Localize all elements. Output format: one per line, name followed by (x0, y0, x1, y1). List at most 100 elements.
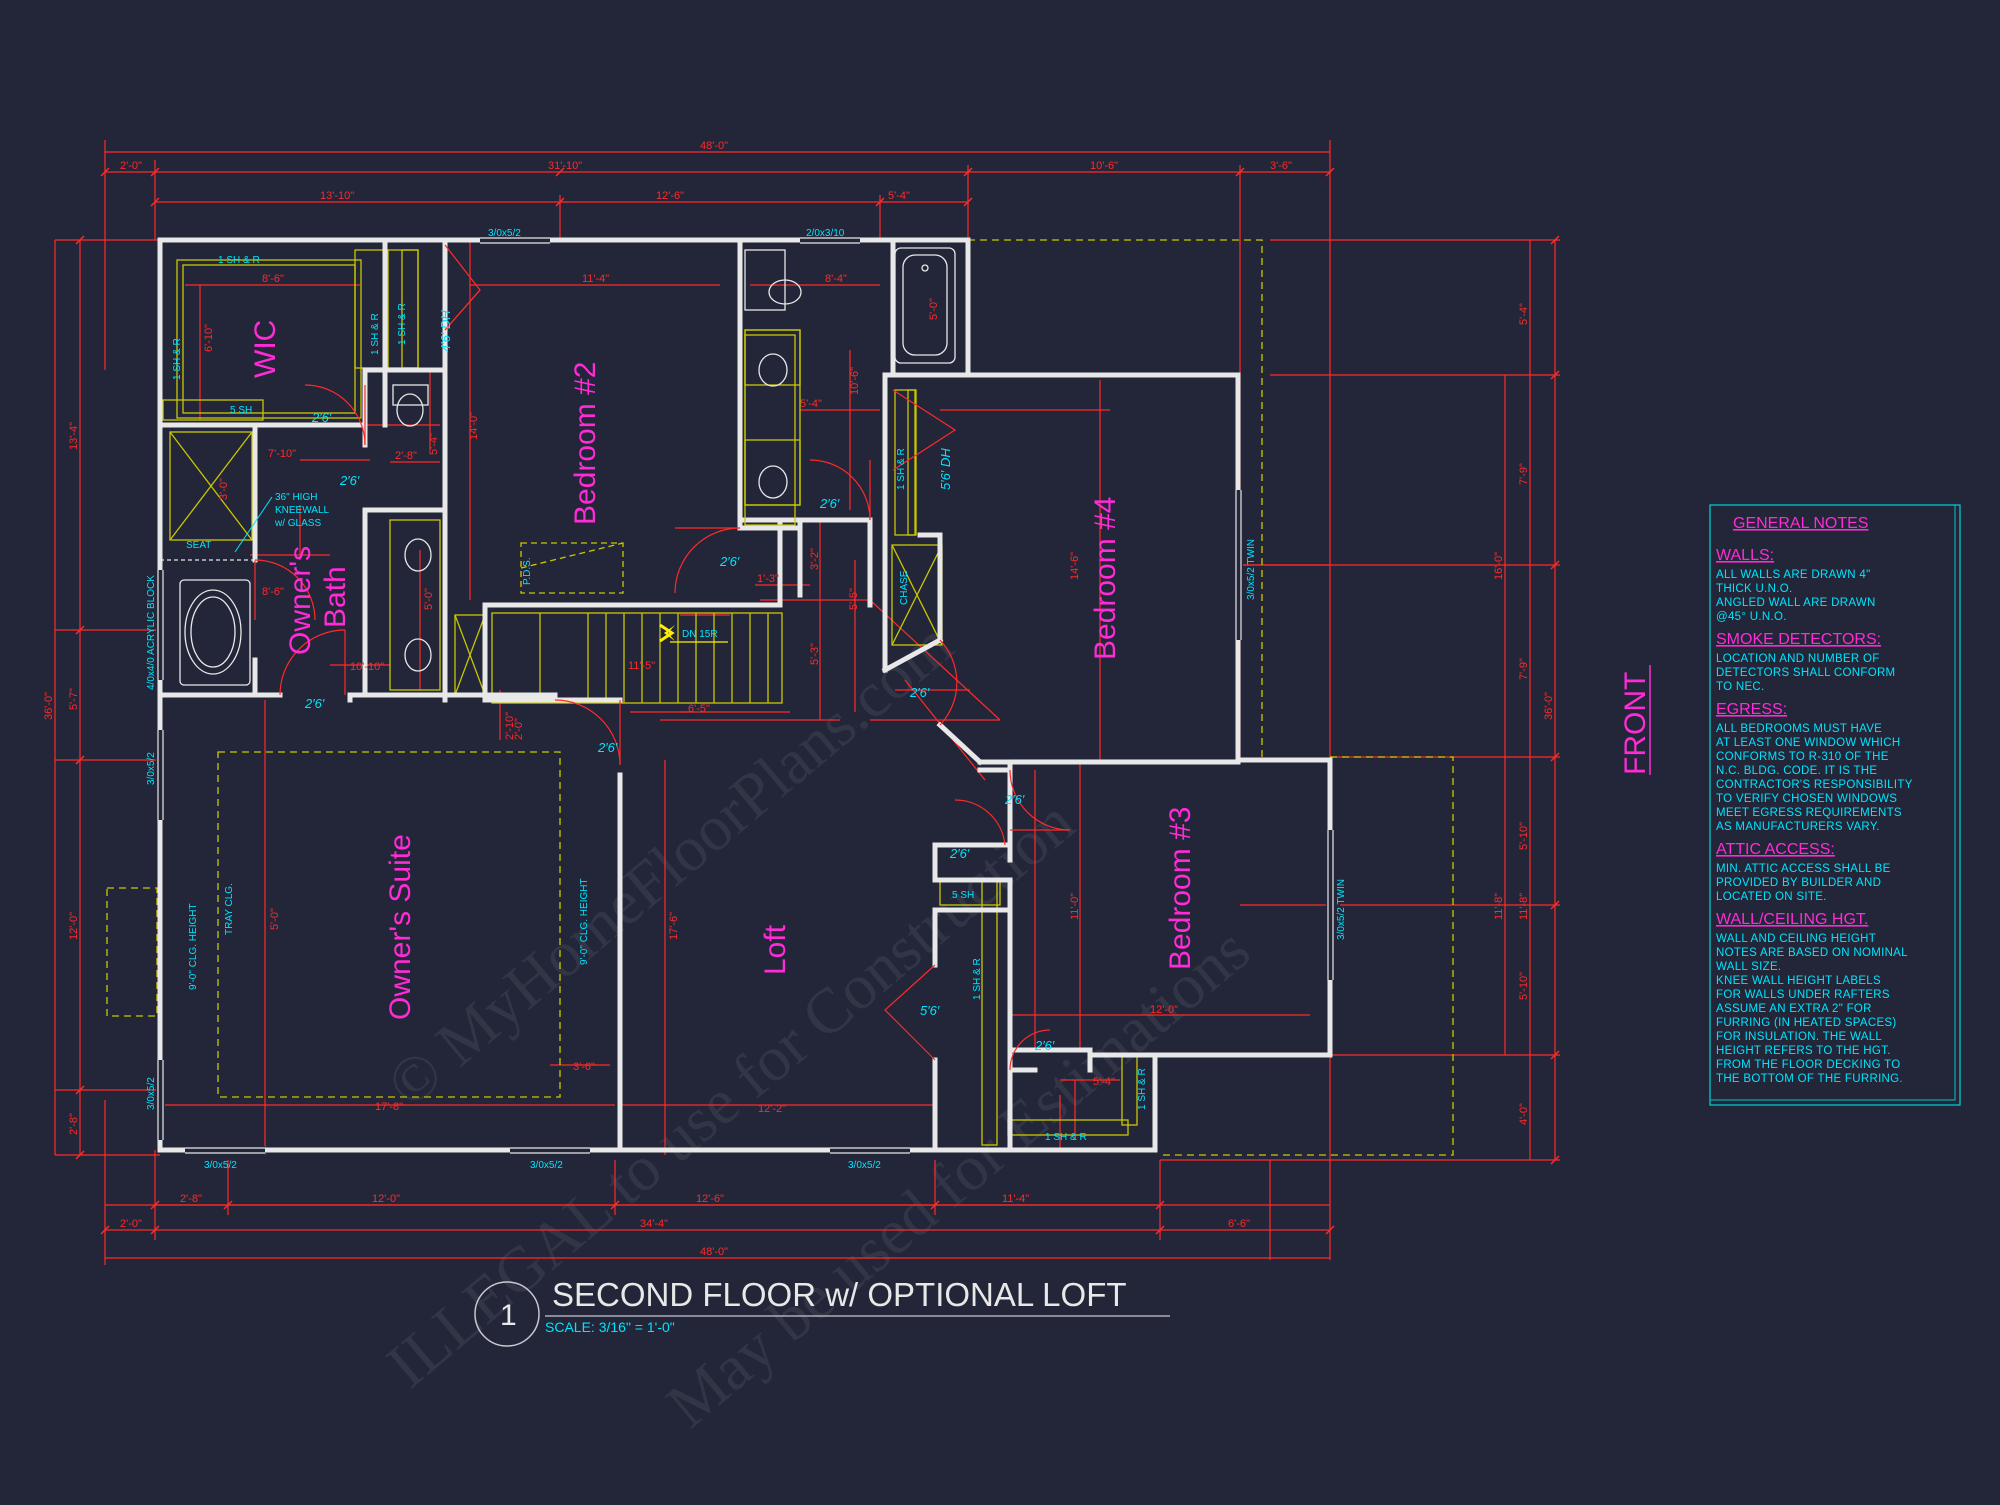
dim-int-32: 5'-0" (269, 908, 281, 930)
door-labels: 2′6′ 2′6′ 2′6′ 2′6′ 2′6′ 2′6′ 2′6′ 2′6′ … (304, 310, 1055, 1053)
tray-ceiling-label: TRAY CLG. (224, 883, 235, 935)
door-label-dh-1: 4′6′ DH (438, 310, 453, 352)
dim-int-8: 11'-4" (582, 273, 609, 285)
notes-line: @45° U.N.O. (1716, 611, 1787, 623)
dim-bottom-inner-1: 2'-8" (180, 1193, 202, 1205)
dim-top-inner-3: 5'-4" (888, 190, 910, 202)
notes-section-title: SMOKE DETECTORS: (1716, 631, 1881, 648)
dim-int-7: 14'-0" (468, 412, 480, 440)
shelf-label-2: 5 SH (230, 405, 252, 416)
shelf-label-7: 5 SH (952, 890, 974, 901)
dim-bottom-inner-2: 12'-0" (372, 1193, 400, 1205)
notes-line: LOCATION AND NUMBER OF (1716, 653, 1880, 665)
pds-label: P.D.S. (522, 557, 533, 585)
window-label-top-2: 2/0x3/10 (806, 228, 845, 239)
shelf-label-8: 1 SH & R (972, 958, 983, 1000)
dim-left-seg-1: 13'-4" (68, 422, 80, 450)
dim-int-12: 5'-4" (800, 398, 822, 410)
dim-bottom-seg-1: 2'-0" (120, 1218, 142, 1230)
dim-right-seg-3: 7'-9" (1518, 658, 1530, 680)
dim-int-30: 3'-6" (573, 1061, 595, 1073)
window-label-bedroom4: 3/0x5/2 TWIN (1246, 539, 1257, 600)
window-label-bottom-2: 3/0x5/2 (530, 1160, 563, 1171)
dim-int-33: 2'-0" (513, 718, 525, 740)
chase-label: CHASE (899, 570, 910, 605)
dim-int-26: 17'-8" (375, 1101, 403, 1113)
dim-int-15: 5'-5" (848, 588, 860, 610)
window-label-left-2: 3/0x5/2 (146, 1077, 157, 1110)
dim-bottom-inner-3: 12'-6" (696, 1193, 724, 1205)
room-loft: Loft (759, 924, 792, 975)
room-bedroom-4: Bedroom #4 (1089, 497, 1122, 660)
dim-int-5: 2'-8" (395, 450, 417, 462)
dim-right-seg-6: 4'-0" (1518, 1103, 1530, 1125)
hidden-lines (106, 239, 1454, 1156)
notes-line: AS MANUFACTURERS VARY. (1716, 821, 1880, 833)
notes-line: THICK U.N.O. (1716, 583, 1792, 595)
notes-line: KNEE WALL HEIGHT LABELS (1716, 975, 1881, 987)
notes-line: MEET EGRESS REQUIREMENTS (1716, 807, 1902, 819)
door-label-4: 2′6′ (597, 740, 618, 755)
dim-left-seg-2: 5'-7" (68, 688, 80, 710)
window-label-bottom-3: 3/0x5/2 (848, 1160, 881, 1171)
notes-section-title: ATTIC ACCESS: (1716, 841, 1835, 858)
dim-top-seg-2: 31'-10" (548, 160, 582, 172)
front-label: FRONT (1619, 672, 1652, 775)
dim-bottom-total: 48'-0" (700, 1246, 728, 1258)
dim-left-total: 36'-0" (43, 692, 55, 720)
notes-heading: GENERAL NOTES (1733, 515, 1868, 532)
door-label-7: 2′6′ (909, 685, 930, 700)
dim-int-13: 1'-3" (757, 573, 779, 585)
dim-top-seg-3: 10'-6" (1090, 160, 1118, 172)
shelf-label-9: 1 SH & R (1137, 1068, 1148, 1110)
room-bedroom-3: Bedroom #3 (1164, 807, 1197, 970)
dim-right-inner-1: 16'-0" (1493, 552, 1505, 580)
kneewall-label-3: w/ GLASS (274, 518, 321, 529)
dim-top-inner-2: 12'-6" (656, 190, 684, 202)
window-label-acrylic: 4/0x4/0 ACRYLIC BLOCK (146, 575, 157, 690)
dim-int-27: 17'-6" (668, 912, 680, 940)
drawing-title: 1 SECOND FLOOR w/ OPTIONAL LOFT SCALE: 3… (474, 1276, 1170, 1347)
notes-section-title: EGRESS: (1716, 701, 1787, 718)
dim-int-22: 5'-0" (423, 588, 435, 610)
notes-line: FOR WALLS UNDER RAFTERS (1716, 989, 1890, 1001)
notes-line: HEIGHT REFERS TO THE HGT. (1716, 1045, 1891, 1057)
notes-line: N.C. BLDG. CODE. IT IS THE (1716, 765, 1877, 777)
notes-line: FOR INSULATION. THE WALL (1716, 1031, 1882, 1043)
dim-top-seg-1: 2'-0" (120, 160, 142, 172)
shelf-label-3: 1 SH & R (172, 338, 183, 380)
shelf-label-4: 1 SH & R (370, 313, 381, 355)
dim-int-29: 12'-2" (758, 1103, 786, 1115)
stair-label: DN 15R (682, 629, 718, 640)
dim-int-20: 8'-6" (262, 586, 284, 598)
dim-int-17: 3'-2" (809, 548, 821, 570)
dim-bottom-seg-3: 6'-6" (1228, 1218, 1250, 1230)
kneewall-label-2: KNEEWALL (275, 505, 330, 516)
dim-int-19: 2'-10" (504, 712, 516, 740)
door-label-1: 2′6′ (311, 410, 332, 425)
door-label-2: 2′6′ (339, 473, 360, 488)
door-label-10: 2′6′ (1034, 1038, 1055, 1053)
notes-line: WALL AND CEILING HEIGHT (1716, 933, 1876, 945)
notes-line: NOTES ARE BASED ON NOMINAL (1716, 947, 1908, 959)
dim-int-2: 6'-10" (203, 324, 215, 352)
dim-int-16: 6'-5" (688, 703, 710, 715)
door-swings (254, 244, 1071, 1071)
dim-int-28: 11'-8" (1518, 893, 1530, 920)
dim-int-23: 14'-6" (1069, 552, 1081, 580)
kneewall-label-1: 36" HIGH (275, 492, 317, 503)
notes-line: DETECTORS SHALL CONFORM (1716, 667, 1895, 679)
dim-int-25: 12'-0" (1150, 1004, 1178, 1016)
room-wic: WIC (249, 320, 282, 378)
notes-line: LOCATED ON SITE. (1716, 891, 1827, 903)
door-label-9: 2′6′ (949, 846, 970, 861)
room-labels: WIC Bedroom #2 Bedroom #4 Bedroom #3 Own… (249, 320, 1197, 1020)
shelf-label-6: 1 SH & R (896, 448, 907, 490)
notes-line: ASSUME AN EXTRA 2" FOR (1716, 1003, 1872, 1015)
door-label-dh-2: 5′6′ DH (938, 448, 953, 490)
dim-bottom-seg-2: 34'-4" (640, 1218, 668, 1230)
shelf-label-1: 1 SH & R (218, 255, 260, 266)
dim-int-18: 11'-5" (628, 660, 655, 672)
room-owners-bath-line1: Owner's (284, 546, 317, 655)
